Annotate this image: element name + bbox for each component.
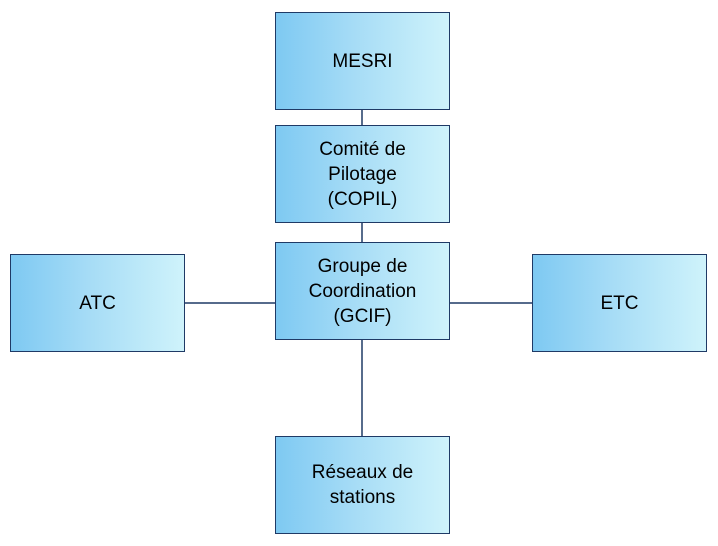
node-atc: ATC [10,254,185,352]
node-mesri-label: MESRI [332,50,393,72]
node-reseaux-line-2: stations [329,487,396,508]
node-gcif-line-2: Coordination [308,280,417,302]
node-atc-label: ATC [79,292,116,314]
node-gcif-line-1: Groupe de [317,255,408,277]
node-gcif: Groupe de Coordination (GCIF) [275,242,450,340]
node-mesri: MESRI [275,12,450,110]
node-etc: ETC [532,254,707,352]
node-reseaux-line-1: Réseaux de [311,462,414,483]
node-copil-line-3: (COPIL) [327,188,398,210]
node-etc-label: ETC [600,292,639,314]
node-gcif-line-3: (GCIF) [333,305,392,327]
node-copil-line-1: Comité de [319,138,406,160]
node-copil-line-2: Pilotage [328,163,397,185]
node-reseaux: Réseaux de stations [275,436,450,534]
node-copil: Comité de Pilotage (COPIL) [275,125,450,223]
